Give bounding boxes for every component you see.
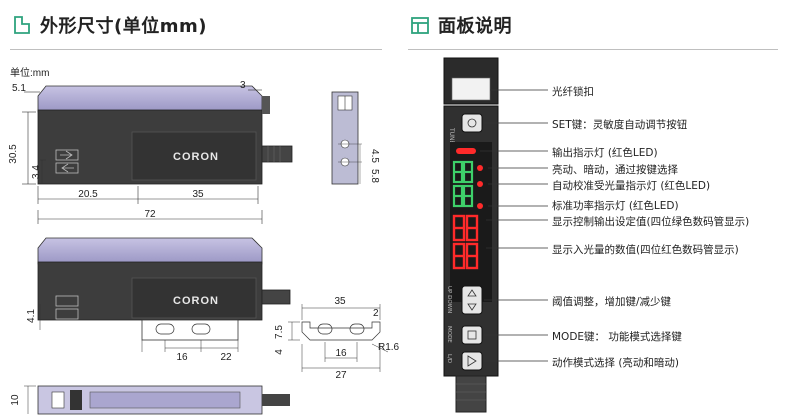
updown-label: UP DOWN: [446, 286, 452, 313]
dim-72: 72: [144, 209, 156, 220]
dimension-drawing: 单位:mm CORON 5.1 3 30.5 3.4 20.5 35 72: [8, 66, 400, 415]
dim-2: 2: [373, 308, 379, 319]
dim-35-b: 35: [334, 296, 346, 307]
side-view-bracket: CORON: [37, 237, 291, 352]
callout-set-key: SET键：灵敏度自动调节按钮: [552, 119, 688, 131]
left-header-divider: [10, 49, 382, 50]
dim-5-1: 5.1: [12, 83, 26, 94]
side-view-top: CORON: [37, 85, 293, 185]
standard-power-led: [477, 203, 483, 209]
dim-10: 10: [10, 394, 21, 406]
callout-calibration-led: 自动校准受光量指示灯 (红色LED): [552, 180, 711, 192]
dim-3-4: 3.4: [31, 165, 42, 179]
dim-3: 3: [240, 80, 246, 91]
right-section-title: 面板说明: [438, 16, 512, 37]
dim-4: 4: [274, 349, 285, 355]
dim-7-5: 7.5: [274, 325, 285, 339]
top-view-bottom: [24, 385, 290, 415]
left-section-title: 外形尺寸(单位mm): [40, 16, 207, 37]
callout-action-mode: 动作模式选择 (亮动和暗动): [552, 357, 680, 369]
mode-button[interactable]: [461, 325, 483, 345]
dim-5-8: 5.8: [369, 169, 380, 183]
top-view-dimensions: [22, 89, 263, 224]
tune-button[interactable]: [461, 113, 483, 133]
ld-label: L/D: [446, 354, 452, 363]
callout-threshold-keys: 阈值调整，增加键/减少键: [552, 296, 672, 308]
brand-label-top: CORON: [173, 151, 219, 163]
dim-35-a: 35: [192, 189, 204, 200]
panel-illustration: TUNE UP DOWN MODE L/D: [443, 57, 499, 413]
dimension-icon: [14, 16, 30, 34]
dim-16-a: 16: [176, 352, 188, 363]
right-section-header: 面板说明: [410, 12, 512, 38]
red-display: [452, 214, 479, 270]
dim-30-5: 30.5: [8, 144, 19, 164]
callout-lines: [480, 89, 548, 362]
end-view: [331, 91, 362, 185]
ld-button[interactable]: [461, 351, 483, 371]
tune-label: TUNE: [448, 127, 455, 145]
callout-output-led: 输出指示灯 (红色LED): [552, 147, 658, 159]
mode-label: MODE: [446, 326, 452, 343]
bracket-plan-view: [288, 304, 389, 372]
callout-fiber-lock: 光纤锁扣: [552, 86, 594, 98]
unit-label: 单位:mm: [10, 66, 49, 79]
dim-16-b: 16: [335, 348, 347, 359]
dim-4-5: 4.5: [369, 149, 380, 163]
light-dark-led: [477, 165, 483, 171]
output-led: [456, 148, 476, 154]
right-header-divider: [408, 49, 778, 50]
callout-red-display: 显示入光量的数值(四位红色数码管显示): [552, 244, 739, 256]
dim-22: 22: [220, 352, 232, 363]
green-display: [452, 160, 474, 208]
updown-button[interactable]: [461, 285, 483, 315]
dim-r1-6: R1.6: [378, 342, 400, 353]
dim-27: 27: [335, 370, 347, 381]
callout-mode-key: MODE键： 功能模式选择键: [552, 331, 682, 343]
callout-power-led: 标准功率指示灯 (红色LED): [552, 200, 679, 212]
callout-light-dark: 亮动、暗动，通过按键选择: [552, 164, 678, 176]
calibration-led: [477, 181, 483, 187]
dim-4-1: 4.1: [26, 309, 37, 323]
panel-icon: [411, 17, 429, 34]
callout-green-display: 显示控制输出设定值(四位绿色数码管显示): [552, 216, 750, 228]
dim-20-5: 20.5: [78, 189, 98, 200]
brand-label-bottom: CORON: [173, 295, 219, 307]
left-section-header: 外形尺寸(单位mm): [12, 12, 207, 38]
